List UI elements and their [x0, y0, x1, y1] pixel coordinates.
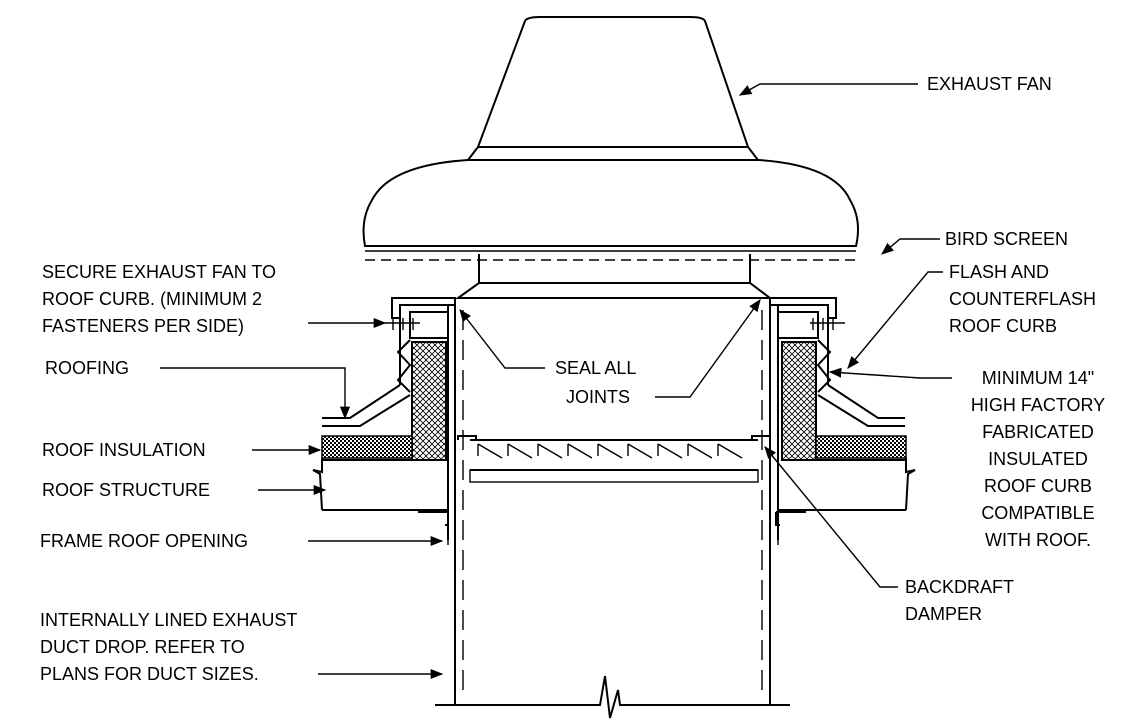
roof-curb-left: [312, 297, 456, 540]
damper-blades: [477, 443, 743, 459]
label-duct-line-2: DUCT DROP. REFER TO: [40, 637, 245, 657]
label-min-curb-line-2: HIGH FACTORY: [971, 395, 1105, 415]
label-flash-line-3: ROOF CURB: [949, 316, 1057, 336]
label-secure-line-2: ROOF CURB. (MINIMUM 2: [42, 289, 262, 309]
label-seal-line-2: JOINTS: [566, 387, 630, 407]
label-min-curb-line-4: INSULATED: [988, 449, 1088, 469]
label-exhaust-fan: EXHAUST FAN: [927, 74, 1052, 94]
label-min-curb-line-1: MINIMUM 14": [982, 368, 1094, 388]
label-min-curb-line-6: COMPATIBLE: [981, 503, 1094, 523]
roof-curb-right: [769, 297, 916, 540]
label-duct-line-1: INTERNALLY LINED EXHAUST: [40, 610, 297, 630]
label-backdraft-line-2: DAMPER: [905, 604, 982, 624]
label-frame-opening: FRAME ROOF OPENING: [40, 531, 248, 551]
label-duct-line-3: PLANS FOR DUCT SIZES.: [40, 664, 259, 684]
callout-labels: EXHAUST FAN BIRD SCREEN FLASH AND COUNTE…: [40, 74, 1105, 684]
label-secure-line-1: SECURE EXHAUST FAN TO: [42, 262, 276, 282]
label-roof-insulation: ROOF INSULATION: [42, 440, 206, 460]
exhaust-fan-hood: [362, 16, 859, 261]
exhaust-duct: [435, 305, 790, 719]
label-roofing: ROOFING: [45, 358, 129, 378]
leader-lines: [160, 83, 952, 680]
label-bird-screen: BIRD SCREEN: [945, 229, 1068, 249]
label-backdraft-line-1: BACKDRAFT: [905, 577, 1014, 597]
backdraft-damper: [457, 435, 771, 483]
label-min-curb-line-5: ROOF CURB: [984, 476, 1092, 496]
label-flash-line-1: FLASH AND: [949, 262, 1049, 282]
label-min-curb-line-3: FABRICATED: [982, 422, 1094, 442]
label-flash-line-2: COUNTERFLASH: [949, 289, 1096, 309]
label-secure-line-3: FASTENERS PER SIDE): [42, 316, 244, 336]
label-seal-line-1: SEAL ALL: [555, 358, 636, 378]
label-roof-structure: ROOF STRUCTURE: [42, 480, 210, 500]
label-min-curb-line-7: WITH ROOF.: [985, 530, 1091, 550]
